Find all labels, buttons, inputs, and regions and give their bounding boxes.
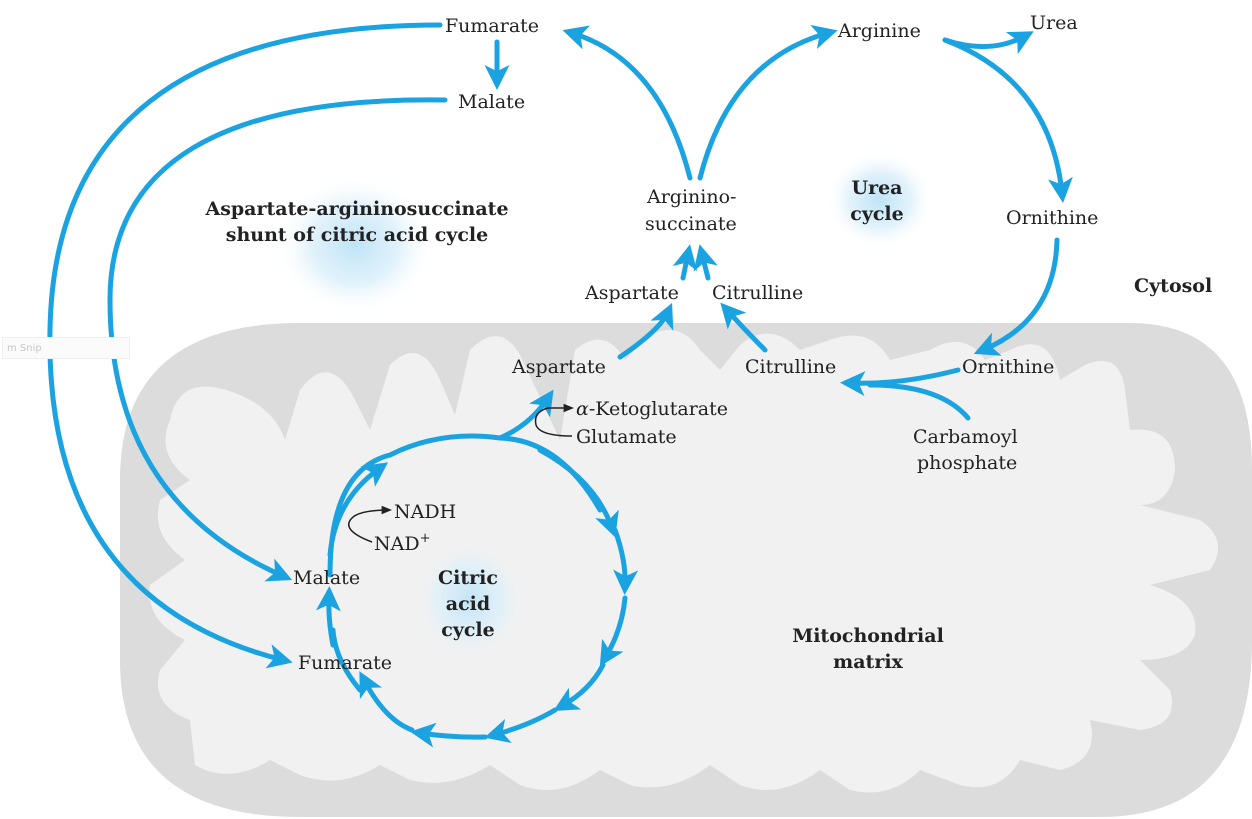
label-citrulline-cytosol: Citrulline (712, 282, 803, 304)
glutamate-to-ketoglutarate-arrow (534, 403, 575, 437)
label-aspartate-matrix: Aspartate (511, 356, 606, 378)
arrow-mito-aspartate-to-cyto-aspartate (617, 302, 674, 360)
label-alpha-ketoglutarate: α-Ketoglutarate (576, 398, 728, 420)
citric-cycle-arrow-r2 (612, 527, 639, 595)
title-citric-line3: cycle (441, 619, 494, 641)
snip-toolbar-overlay[interactable]: m Snip (2, 337, 130, 359)
title-shunt-line2: shunt of citric acid cycle (226, 224, 488, 246)
label-nadh: NADH (394, 501, 456, 523)
arrow-mito-citrulline-to-cyto-citrulline (720, 302, 768, 353)
arrow-citrulline-to-argininosuccinate (693, 244, 718, 281)
urea-glow (825, 150, 935, 250)
citric-cycle-arrow-r3 (599, 595, 628, 667)
label-carbamoyl-line2: phosphate (917, 452, 1017, 474)
label-ornithine-cytosol: Ornithine (1006, 207, 1098, 229)
title-cytosol: Cytosol (1134, 275, 1212, 297)
label-glutamate: Glutamate (576, 426, 677, 448)
arrow-carbamoyl-join (867, 382, 971, 421)
label-malate-matrix: Malate (293, 567, 360, 589)
title-matrix-line1: Mitochondrial (792, 625, 944, 647)
title-citric-line1: Citric (438, 567, 498, 589)
title-matrix-line2: matrix (833, 651, 903, 673)
citric-cycle-arrow-fumarate-to-malate (315, 586, 341, 648)
label-fumarate-cytosol: Fumarate (445, 15, 539, 37)
label-argininosuccinate-line2: succinate (645, 213, 737, 235)
citric-cycle-arrow-r7 (359, 671, 415, 733)
label-alpha-symbol: α (576, 398, 589, 420)
title-shunt-line1: Aspartate-argininosuccinate (204, 198, 508, 220)
citric-cycle-arrow-r5 (484, 707, 558, 744)
citric-cycle-arrow-r6 (410, 722, 488, 748)
label-ketoglutarate-text: -Ketoglutarate (589, 398, 728, 420)
shunt-glow (275, 175, 435, 315)
label-nad-superscript: + (420, 531, 431, 546)
label-nad-text: NAD (374, 533, 420, 555)
citric-cycle-arrow-r4 (553, 662, 606, 711)
label-urea: Urea (1030, 12, 1078, 34)
arrow-argininosuccinate-to-arginine (697, 24, 838, 181)
arrow-malate-shunt-loop (107, 97, 448, 582)
arrow-arginine-to-ornithine (942, 37, 1073, 203)
arrow-fumarate-shunt-loop (47, 22, 443, 669)
arrow-aspartate-to-argininosuccinate (672, 244, 698, 281)
label-malate-cytosol: Malate (458, 91, 525, 113)
label-nad-plus: NAD+ (374, 531, 431, 555)
arrow-argininosuccinate-to-fumarate (562, 25, 693, 181)
title-citric-line2: acid (446, 593, 490, 615)
title-urea-cycle-line1: Urea (852, 177, 903, 199)
label-argininosuccinate-line1: Arginino- (646, 186, 736, 208)
arrow-ornithine-to-citrulline (840, 367, 961, 397)
citric-cycle-arrow-r1 (537, 447, 619, 538)
citric-glow (415, 540, 525, 660)
citric-cycle-arrow-to-malate (327, 462, 389, 558)
arrow-ornithine-to-mito-ornithine (973, 237, 1060, 356)
label-citrulline-matrix: Citrulline (745, 356, 836, 378)
label-fumarate-matrix: Fumarate (298, 652, 392, 674)
label-arginine: Arginine (837, 20, 921, 42)
label-aspartate-cytosol: Aspartate (584, 282, 679, 304)
label-ornithine-matrix: Ornithine (962, 356, 1054, 378)
title-urea-cycle-line2: cycle (850, 203, 903, 225)
citric-cycle-arrow-to-aspartate (497, 389, 554, 441)
label-carbamoyl-line1: Carbamoyl (913, 426, 1018, 448)
nad-to-nadh-arrow (348, 505, 393, 543)
